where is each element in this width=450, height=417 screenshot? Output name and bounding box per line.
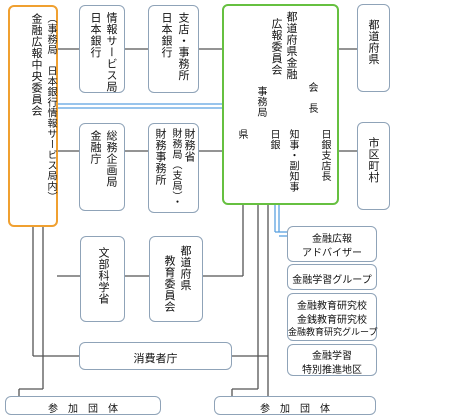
consumer-agency-label: 消費者庁 [133, 352, 178, 365]
school-line2: 金銭教育研究校 [297, 315, 367, 326]
pref-boj-label: 日銀 [268, 129, 279, 150]
central-committee-name: 金融広報中央委員会 [30, 13, 43, 117]
pref-committee-title1: 都道府県金融 [285, 11, 298, 80]
study-group-label: 金融学習グループ [292, 275, 372, 286]
boj-branch-office: 支店・事務所 [177, 12, 190, 81]
pref-chair: 会 長 [306, 82, 317, 114]
boj-info-name: 日本銀行 [89, 12, 102, 58]
boj-info-dept: 情報サービス局 [105, 12, 118, 93]
pref-governor: 知事・副知事 [287, 129, 298, 192]
boj-info-services-box: 日本銀行 情報サービス局 [79, 5, 125, 93]
mof-office: 財務事務所 [154, 128, 167, 186]
research-school-box: 金融教育研究校 金銭教育研究校 金融教育研究グループ [287, 293, 377, 341]
participating-right-label: 参 加 団 体 [260, 404, 330, 415]
special-line1: 金融学習 [312, 351, 352, 362]
consumer-agency-box: 消費者庁 [79, 342, 232, 370]
participating-orgs-left: 参 加 団 体 [5, 396, 161, 415]
study-group-box: 金融学習グループ [287, 264, 377, 290]
pref-committee-title2: 広報委員会 [270, 18, 283, 76]
prefectural-committee-box: 都道府県金融 広報委員会 事務局 会 長 県 日銀 知事・副知事 日銀支店長 [222, 4, 339, 205]
central-committee-box: 金融広報中央委員会 （事務局 日本銀行情報サービス局内） [8, 5, 58, 227]
school-line3: 金融教育研究グループ [288, 328, 378, 338]
blue-link-lines [57, 103, 287, 237]
mof-name: 財務省 [183, 128, 196, 163]
municipality-label: 市区町村 [367, 137, 380, 183]
special-line2: 特別推進地区 [302, 365, 362, 376]
fsa-bureau: 総務企画局 [105, 130, 118, 188]
adviser-line2: アドバイザー [302, 248, 362, 259]
adviser-line1: 金融広報 [312, 234, 352, 245]
fsa-name: 金融庁 [89, 130, 102, 165]
pref-boj-branch-chief: 日銀支店長 [319, 129, 330, 182]
pref-edu-board: 教育委員会 [163, 255, 176, 313]
municipality-box: 市区町村 [357, 122, 390, 210]
special-district-box: 金融学習 特別推進地区 [287, 344, 377, 376]
boj-branch-name: 日本銀行 [160, 12, 173, 58]
pref-edu-name: 都道府県 [179, 245, 192, 291]
pref-secretariat: 事務局 [255, 86, 266, 118]
adviser-box: 金融広報 アドバイザー [287, 226, 377, 262]
fsa-box: 金融庁 総務企画局 [79, 123, 125, 211]
central-committee-secretariat: （事務局 日本銀行情報サービス局内） [45, 13, 56, 202]
pref-prefecture-label: 県 [236, 129, 247, 140]
mof-box: 財務省 財務局（支局）・ 財務事務所 [148, 123, 199, 213]
participating-left-label: 参 加 団 体 [48, 404, 118, 415]
mext-box: 文部科学省 [80, 236, 125, 322]
school-line1: 金融教育研究校 [297, 301, 367, 312]
prefecture-label: 都道府県 [367, 19, 380, 65]
prefecture-box: 都道府県 [357, 4, 390, 92]
boj-branch-box: 日本銀行 支店・事務所 [148, 5, 199, 93]
pref-education-box: 都道府県 教育委員会 [149, 236, 203, 322]
participating-orgs-right: 参 加 団 体 [214, 396, 376, 415]
mext-label: 文部科学省 [97, 247, 110, 305]
mof-bureau: 財務局（支局）・ [170, 128, 181, 207]
